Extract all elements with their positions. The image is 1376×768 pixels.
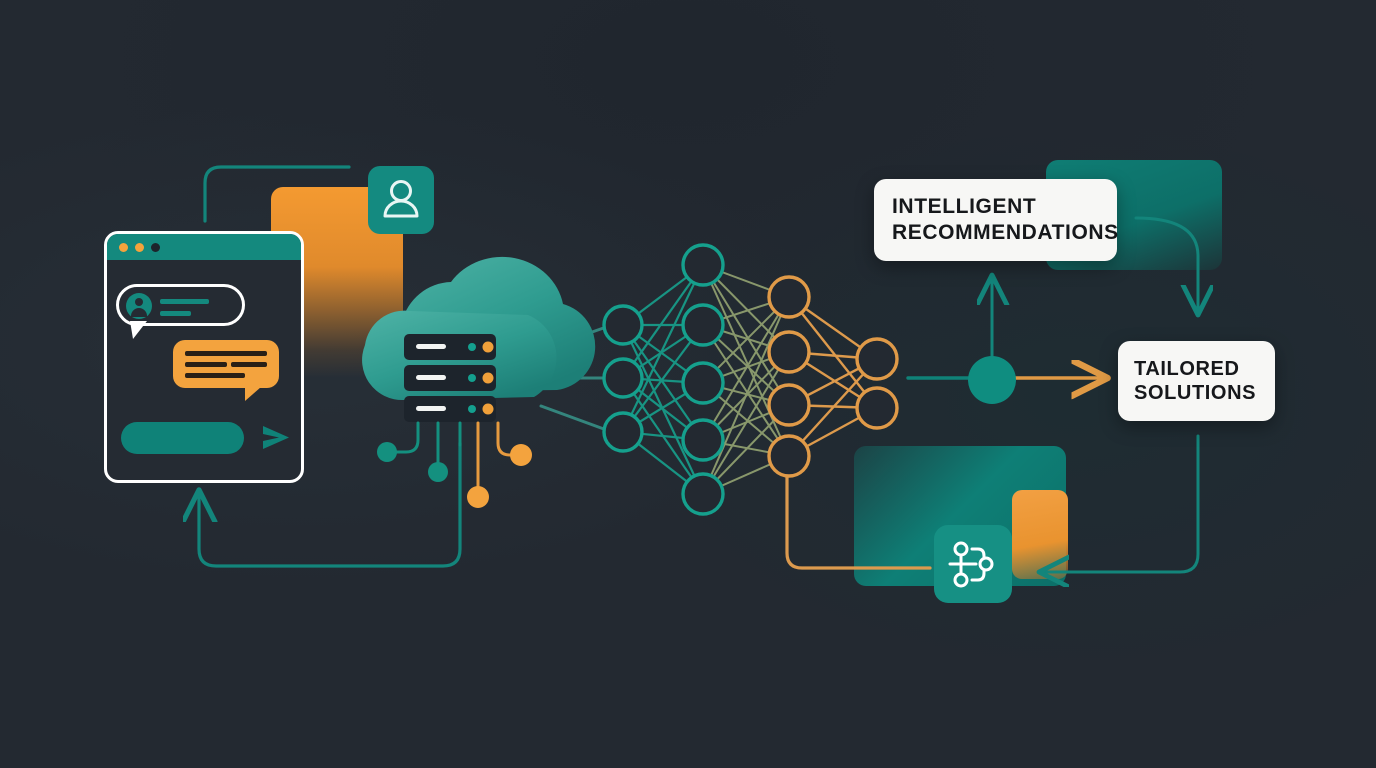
connector-topright-down-to-tailored (1134, 216, 1198, 312)
circuit-node-orange-2 (510, 444, 532, 466)
circuit-traces (377, 421, 532, 508)
nn-node (855, 337, 899, 381)
connector-network-down-to-workflow (785, 454, 932, 570)
chat-bubble-user (116, 284, 245, 339)
nn-node (767, 434, 811, 478)
person-avatar-icon (126, 293, 152, 319)
nn-nodes-output (855, 337, 899, 430)
chat-message-input[interactable] (121, 422, 244, 454)
label-tailored-solutions[interactable]: TAILORED SOLUTIONS (1118, 341, 1275, 421)
connector-feedback-loop-to-chat (199, 441, 462, 568)
nn-node (767, 330, 811, 374)
label-text: INTELLIGENT RECOMMENDATIONS (892, 195, 1119, 244)
chat-interface-window[interactable] (104, 231, 304, 483)
nn-node (855, 386, 899, 430)
window-dot-3 (151, 242, 160, 252)
text-line (185, 362, 227, 367)
nn-node (602, 304, 644, 346)
server-rack (404, 334, 496, 422)
text-line (185, 373, 245, 378)
label-text: TAILORED SOLUTIONS (1134, 357, 1257, 404)
nn-node (681, 361, 725, 405)
nn-nodes-hidden2 (767, 275, 811, 478)
workflow-icon-card[interactable] (934, 525, 1012, 603)
chat-bubble-bot (173, 340, 279, 401)
workflow-icon (948, 541, 994, 588)
nn-nodes-hidden1 (681, 243, 725, 516)
circuit-node-teal-1 (377, 442, 397, 462)
merge-junction-node[interactable] (968, 356, 1016, 404)
text-line (160, 299, 209, 304)
circuit-node-teal-2 (428, 462, 448, 482)
nn-node (767, 275, 811, 319)
nn-node (602, 357, 644, 399)
circuit-node-orange-1 (467, 486, 489, 508)
window-dot-2 (135, 242, 144, 252)
nn-node (767, 383, 811, 427)
nn-node (681, 303, 725, 347)
nn-node (681, 418, 725, 462)
nn-node (681, 472, 725, 516)
label-intelligent-recommendations[interactable]: INTELLIGENT RECOMMENDATIONS (874, 179, 1119, 261)
connector-top-left-elbow (203, 165, 351, 223)
text-line (185, 351, 267, 356)
nn-nodes-input (602, 304, 644, 453)
send-arrow-icon[interactable] (259, 421, 293, 454)
nn-node (602, 411, 644, 453)
connector-tailored-back-to-workflow (1042, 434, 1200, 572)
text-line (160, 311, 191, 316)
nn-node (681, 243, 725, 287)
user-icon-card[interactable] (368, 166, 434, 234)
chat-titlebar (107, 234, 301, 260)
window-dot-1 (119, 242, 128, 252)
user-icon (383, 180, 419, 218)
text-line (231, 362, 267, 367)
